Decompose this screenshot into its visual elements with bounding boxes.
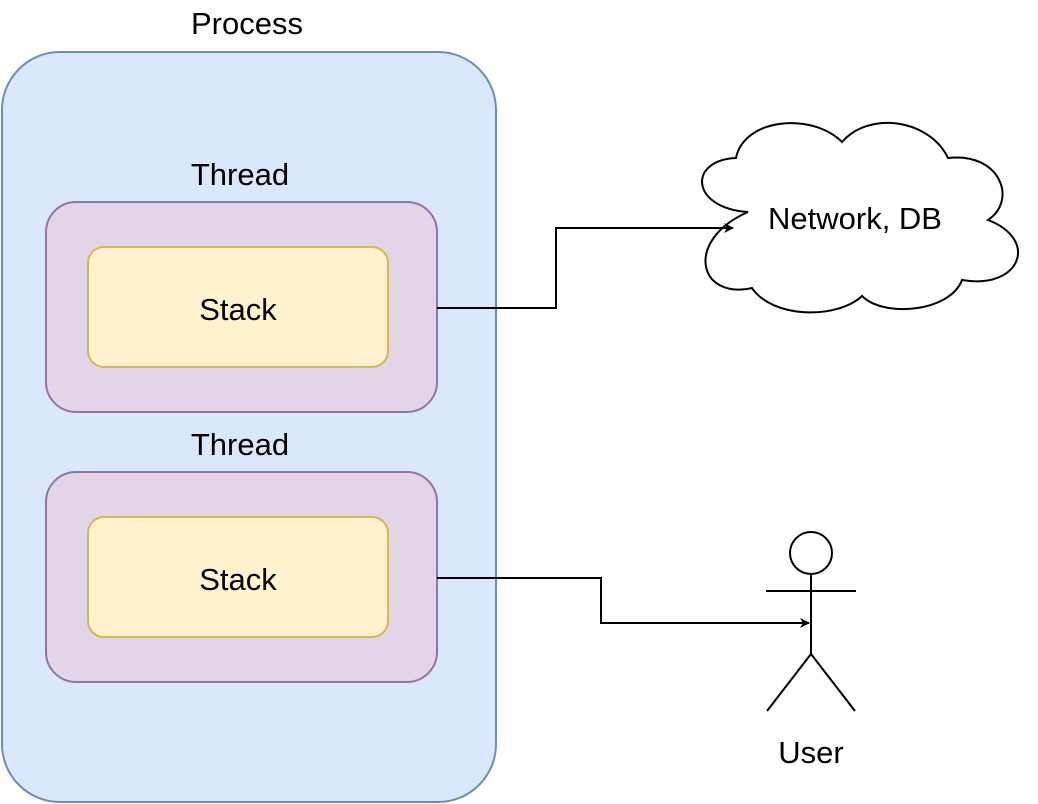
stack-1-box[interactable]: [87, 246, 389, 368]
stack-1-label: Stack: [199, 292, 277, 327]
stack-2-label: Stack: [199, 562, 277, 597]
cloud-shape[interactable]: [701, 121, 1019, 314]
thread-2-title: Thread: [191, 427, 289, 462]
stack-2-box[interactable]: [87, 516, 389, 638]
process-title: Process: [191, 6, 303, 41]
connector-thread2-to-user: [437, 577, 810, 628]
user-label: User: [778, 735, 843, 770]
user-actor-icon[interactable]: [766, 531, 856, 712]
thread-1-title: Thread: [191, 157, 289, 192]
cloud-label: Network, DB: [768, 201, 942, 236]
connector-thread1-to-cloud: [437, 223, 734, 309]
